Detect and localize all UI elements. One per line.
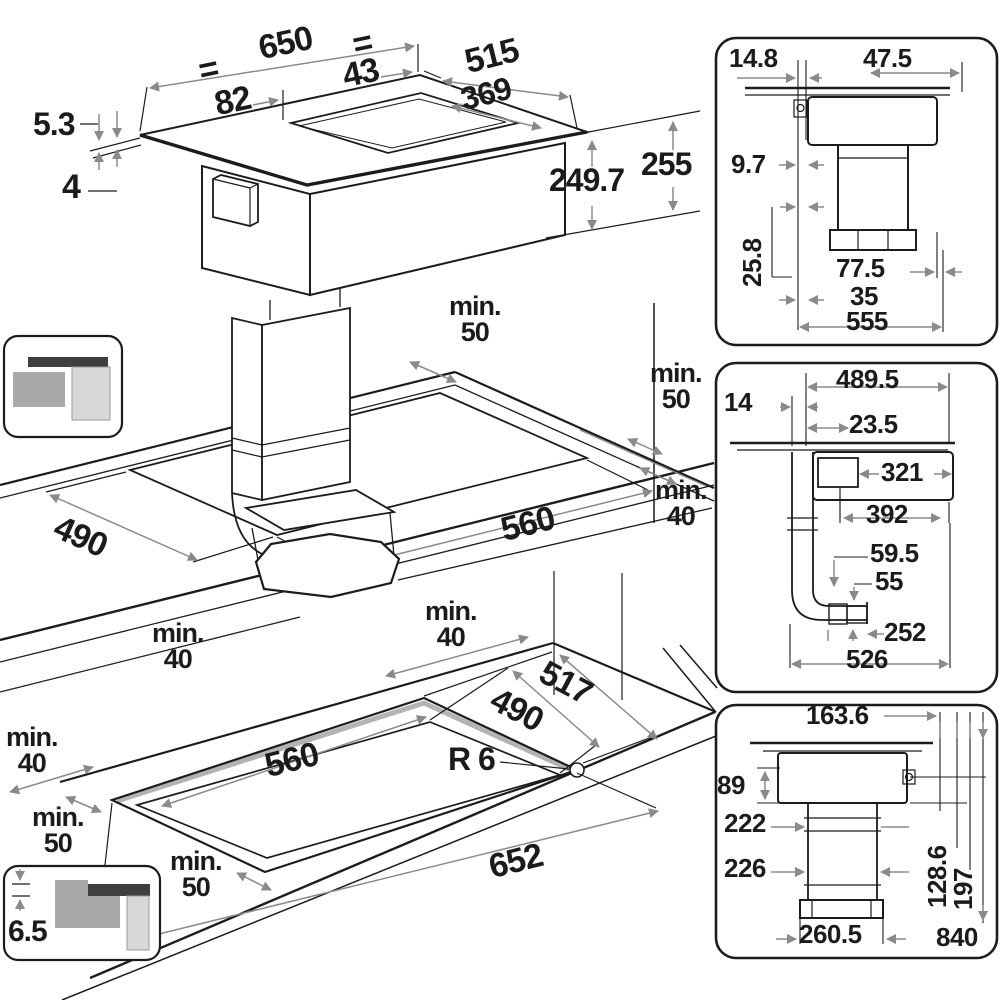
clearance-rear-min50: min. 50 bbox=[449, 291, 502, 348]
dim-recess-depth-6-5: 6.5 bbox=[8, 915, 48, 948]
flush-mount-icon bbox=[2, 864, 162, 962]
p3-dim-226: 226 bbox=[724, 853, 766, 883]
p3-dim-840: 840 bbox=[936, 922, 978, 952]
dim-total-height-255: 255 bbox=[641, 146, 692, 182]
dim-body-height-249-7: 249.7 bbox=[549, 162, 625, 198]
p1-dim-14-8: 14.8 bbox=[729, 43, 778, 73]
p2-dim-55: 55 bbox=[875, 566, 903, 596]
flush-clearance-leftfront-min50: min. 50 bbox=[32, 802, 85, 859]
p2-dim-321: 321 bbox=[881, 457, 923, 487]
flush-clearance-left-min40: min. 40 bbox=[6, 722, 59, 779]
surface-mount-icon bbox=[2, 334, 124, 439]
p2-dim-489-5: 489.5 bbox=[836, 364, 899, 394]
p2-dim-59-5: 59.5 bbox=[870, 538, 919, 568]
p2-dim-392: 392 bbox=[866, 499, 908, 529]
p2-dim-526: 526 bbox=[846, 644, 888, 674]
clearance-wall-min50: min. 50 bbox=[650, 358, 703, 415]
p2-dim-14: 14 bbox=[724, 387, 752, 417]
p3-dim-128-6: 128.6 bbox=[922, 845, 952, 908]
p1-dim-9-7: 9.7 bbox=[731, 149, 766, 179]
dim-grille-offset-82: 82 bbox=[211, 78, 255, 124]
dim-corner-radius-r6: R 6 bbox=[448, 741, 496, 777]
dim-glass-5-3: 5.3 bbox=[33, 106, 75, 142]
main-iso-drawing bbox=[80, 42, 713, 599]
p2-dim-23-5: 23.5 bbox=[849, 409, 898, 439]
dim-grille-gap-43: 43 bbox=[339, 50, 383, 96]
p3-dim-197: 197 bbox=[948, 868, 978, 910]
clearance-wall-min40: min. 40 bbox=[655, 475, 708, 532]
p1-dim-35: 35 bbox=[850, 281, 878, 311]
panel-side-view-duct bbox=[714, 361, 999, 694]
p1-dim-25-8: 25.8 bbox=[737, 238, 767, 287]
plinth-outlet bbox=[254, 532, 401, 599]
p2-dim-252: 252 bbox=[884, 617, 926, 647]
panel-side-view-top bbox=[714, 36, 999, 347]
flush-clearance-back-min40: min. 40 bbox=[425, 596, 478, 653]
p3-dim-260-5: 260.5 bbox=[799, 919, 862, 949]
dim-frame-4: 4 bbox=[62, 168, 81, 206]
p3-dim-89: 89 bbox=[717, 770, 745, 800]
r6-corner-marker bbox=[569, 762, 585, 778]
p3-dim-163-6: 163.6 bbox=[806, 700, 869, 730]
clearance-front-min40: min. 40 bbox=[152, 618, 205, 675]
p1-dim-555: 555 bbox=[846, 306, 888, 336]
p3-dim-222: 222 bbox=[724, 808, 766, 838]
flush-clearance-front-min50: min. 50 bbox=[170, 846, 223, 903]
panel-front-view bbox=[714, 703, 999, 960]
flush-view-drawing bbox=[9, 634, 718, 1000]
p1-dim-77-5: 77.5 bbox=[836, 253, 885, 283]
p1-dim-47-5: 47.5 bbox=[863, 43, 912, 73]
control-box bbox=[212, 174, 259, 227]
